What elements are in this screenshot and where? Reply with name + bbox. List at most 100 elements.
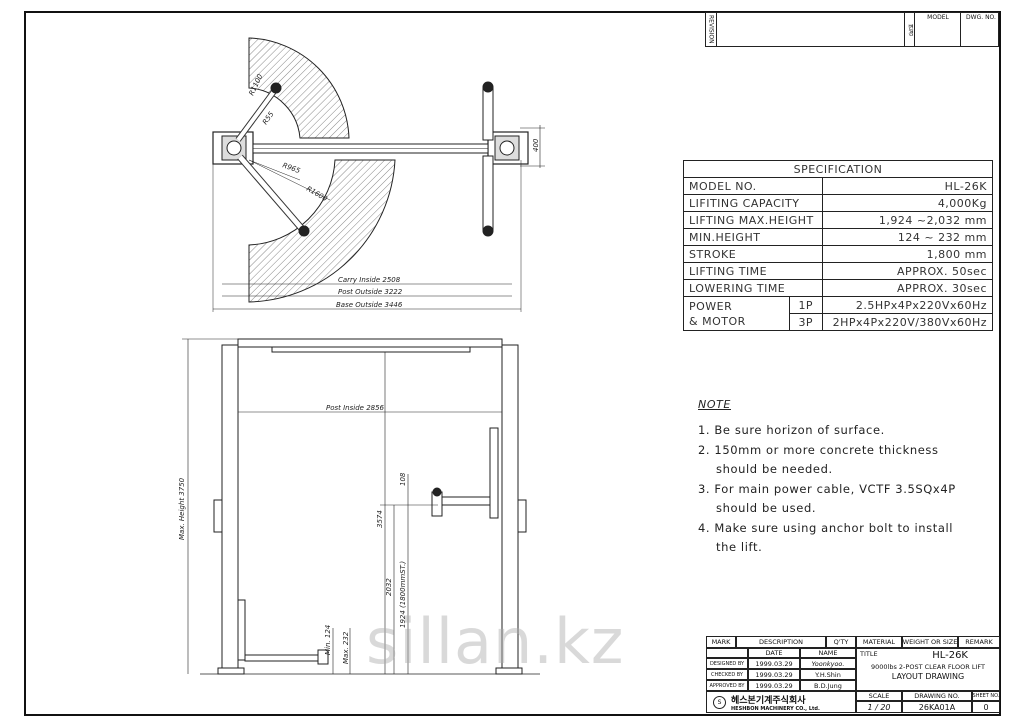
tb-designed-by: DESIGNED BY (706, 658, 748, 669)
tb-company-ko: 헤스본기계주식회사 (731, 695, 806, 706)
dim-carry-inside: Carry Inside 2508 (338, 276, 401, 284)
tb-title-h: TITLE (860, 650, 878, 658)
note-line: 4. Make sure using anchor bolt to instal… (698, 520, 954, 535)
tb-remark: REMARK (958, 636, 1000, 648)
spec-value: 124 ~ 232 mm (821, 228, 994, 246)
tb-title-line2: 9000lbs 2-POST CLEAR FLOOR LIFT (871, 663, 985, 671)
tb-title-area: TITLE HL-26K 9000lbs 2-POST CLEAR FLOOR … (856, 648, 1000, 691)
tb-date1: 1999.03.29 (748, 658, 800, 669)
tb-date3: 1999.03.29 (748, 680, 800, 691)
watermark: sillan.kz (366, 605, 625, 678)
tb-name2: Y.H.Shin (800, 669, 856, 680)
revision-mark-col: 변경 (904, 13, 915, 46)
notes-heading: NOTE (698, 398, 731, 411)
specification-table: SPECIFICATION MODEL NO.HL-26K LIFITING C… (683, 160, 994, 331)
tb-description: DESCRIPTION (736, 636, 826, 648)
note-line: 1. Be sure horizon of surface. (698, 423, 885, 437)
spec-phase-1p: 1P (788, 296, 823, 314)
top-view (212, 37, 545, 312)
tb-company-en: HESHBON MACHINERY CO., Ltd. (731, 705, 820, 712)
company-logo-icon: S (713, 695, 726, 709)
spec-value: APPROX. 50sec (821, 262, 994, 280)
spec-value: 1,924 ~2,032 mm (821, 211, 994, 229)
front-view (182, 338, 540, 675)
drawing-sheet-border (24, 11, 1001, 716)
spec-row: MODEL NO.HL-26K (683, 177, 994, 195)
revision-model-col: MODEL (914, 13, 961, 47)
tb-drawing-no: 26KA01A (902, 701, 972, 713)
spec-value: HL-26K (821, 177, 994, 195)
dim-base-outside: Base Outside 3446 (336, 301, 403, 309)
spec-title: SPECIFICATION (683, 160, 993, 178)
dim-3574: 3574 (376, 510, 384, 528)
spec-phase-3p: 3P (788, 313, 823, 331)
notes-section: NOTE 1. Be sure horizon of surface. 2. 1… (698, 398, 956, 558)
dim-108: 108 (399, 472, 407, 486)
spec-label: STROKE (683, 245, 823, 263)
note-line: 2. 150mm or more concrete thickness (698, 442, 939, 457)
note-line: the lift. (716, 540, 763, 554)
dim-post-inside: Post Inside 2856 (326, 404, 385, 412)
spec-label: LIFTING MAX.HEIGHT (683, 211, 823, 229)
arm-sweep-lower (248, 159, 396, 303)
tb-title-model: HL-26K (932, 650, 968, 661)
dim-r1600: R1600 (305, 185, 329, 204)
title-block: MARK DESCRIPTION Q'TY MATERIAL WEIGHT OR… (706, 636, 1000, 713)
dim-r55: R55 (261, 110, 276, 126)
dim-min-124: Min. 124 (324, 625, 332, 655)
revision-area (716, 13, 905, 46)
tb-name1: Yoonkyoo. (800, 658, 856, 669)
dim-post-outside: Post Outside 3222 (338, 288, 403, 296)
spec-label: LIFTING TIME (683, 262, 823, 280)
tb-qty: Q'TY (826, 636, 856, 648)
tb-checked-by: CHECKED BY (706, 669, 748, 680)
revision-block: REVISION 변경 MODEL DWG. NO. (705, 12, 999, 47)
tb-drawing-no-h: DRAWING NO. (902, 691, 972, 701)
dim-r965: R965 (281, 161, 301, 175)
dim-400: 400 (532, 138, 540, 152)
dim-max-232: Max. 232 (342, 631, 350, 664)
spec-value: 4,000Kg (821, 194, 994, 212)
spec-power-label: POWER& MOTOR (683, 296, 790, 331)
tb-date-h: DATE (748, 648, 800, 658)
dim-1924: 1924 (1800mmST.) (399, 561, 407, 628)
tb-material: MATERIAL (856, 636, 902, 648)
spec-row-power: 3P 2HPx4Px220V/380Vx60Hz (684, 313, 994, 331)
dim-2032: 2032 (385, 578, 393, 596)
spec-label: MIN.HEIGHT (683, 228, 823, 246)
note-line: should be used. (716, 501, 817, 515)
spec-label: LOWERING TIME (683, 279, 823, 297)
spec-label: MODEL NO. (683, 177, 823, 195)
tb-title-line3: LAYOUT DRAWING (891, 672, 965, 681)
tb-approved-by: APPROVED BY (706, 680, 748, 691)
tb-blank (706, 648, 748, 658)
revision-label: REVISION (707, 15, 715, 44)
spec-value: APPROX. 30sec (821, 279, 994, 297)
note-line: 3. For main power cable, VCTF 3.5SQx4P (698, 481, 956, 496)
note-line: should be needed. (716, 462, 833, 476)
tb-mark: MARK (706, 636, 736, 648)
spec-label: LIFITING CAPACITY (683, 194, 823, 212)
power-label-line2: & MOTOR (689, 314, 746, 328)
tb-sheet-no-h: SHEET NO. (972, 691, 1000, 701)
spec-row-power: POWER& MOTOR 1P 2.5HPx4Px220Vx60Hz (683, 296, 994, 331)
spec-power-1p: 2.5HPx4Px220Vx60Hz (821, 296, 994, 314)
tb-company: S 헤스본기계주식회사 HESHBON MACHINERY CO., Ltd. (706, 691, 856, 713)
spec-power-3p: 2HPx4Px220V/380Vx60Hz (821, 313, 994, 331)
tb-weight: WEIGHT OR SIZE (902, 636, 958, 648)
tb-scale-h: SCALE (856, 691, 902, 701)
revision-dwg-col: DWG. NO. (960, 13, 1001, 47)
tb-scale: 1 / 20 (856, 701, 902, 713)
tb-name3: B.D.Jung (800, 680, 856, 691)
spec-value: 1,800 mm (821, 245, 994, 263)
power-label-line1: POWER (689, 299, 733, 313)
dim-max-height: Max. Height 3750 (178, 477, 186, 540)
tb-date2: 1999.03.29 (748, 669, 800, 680)
